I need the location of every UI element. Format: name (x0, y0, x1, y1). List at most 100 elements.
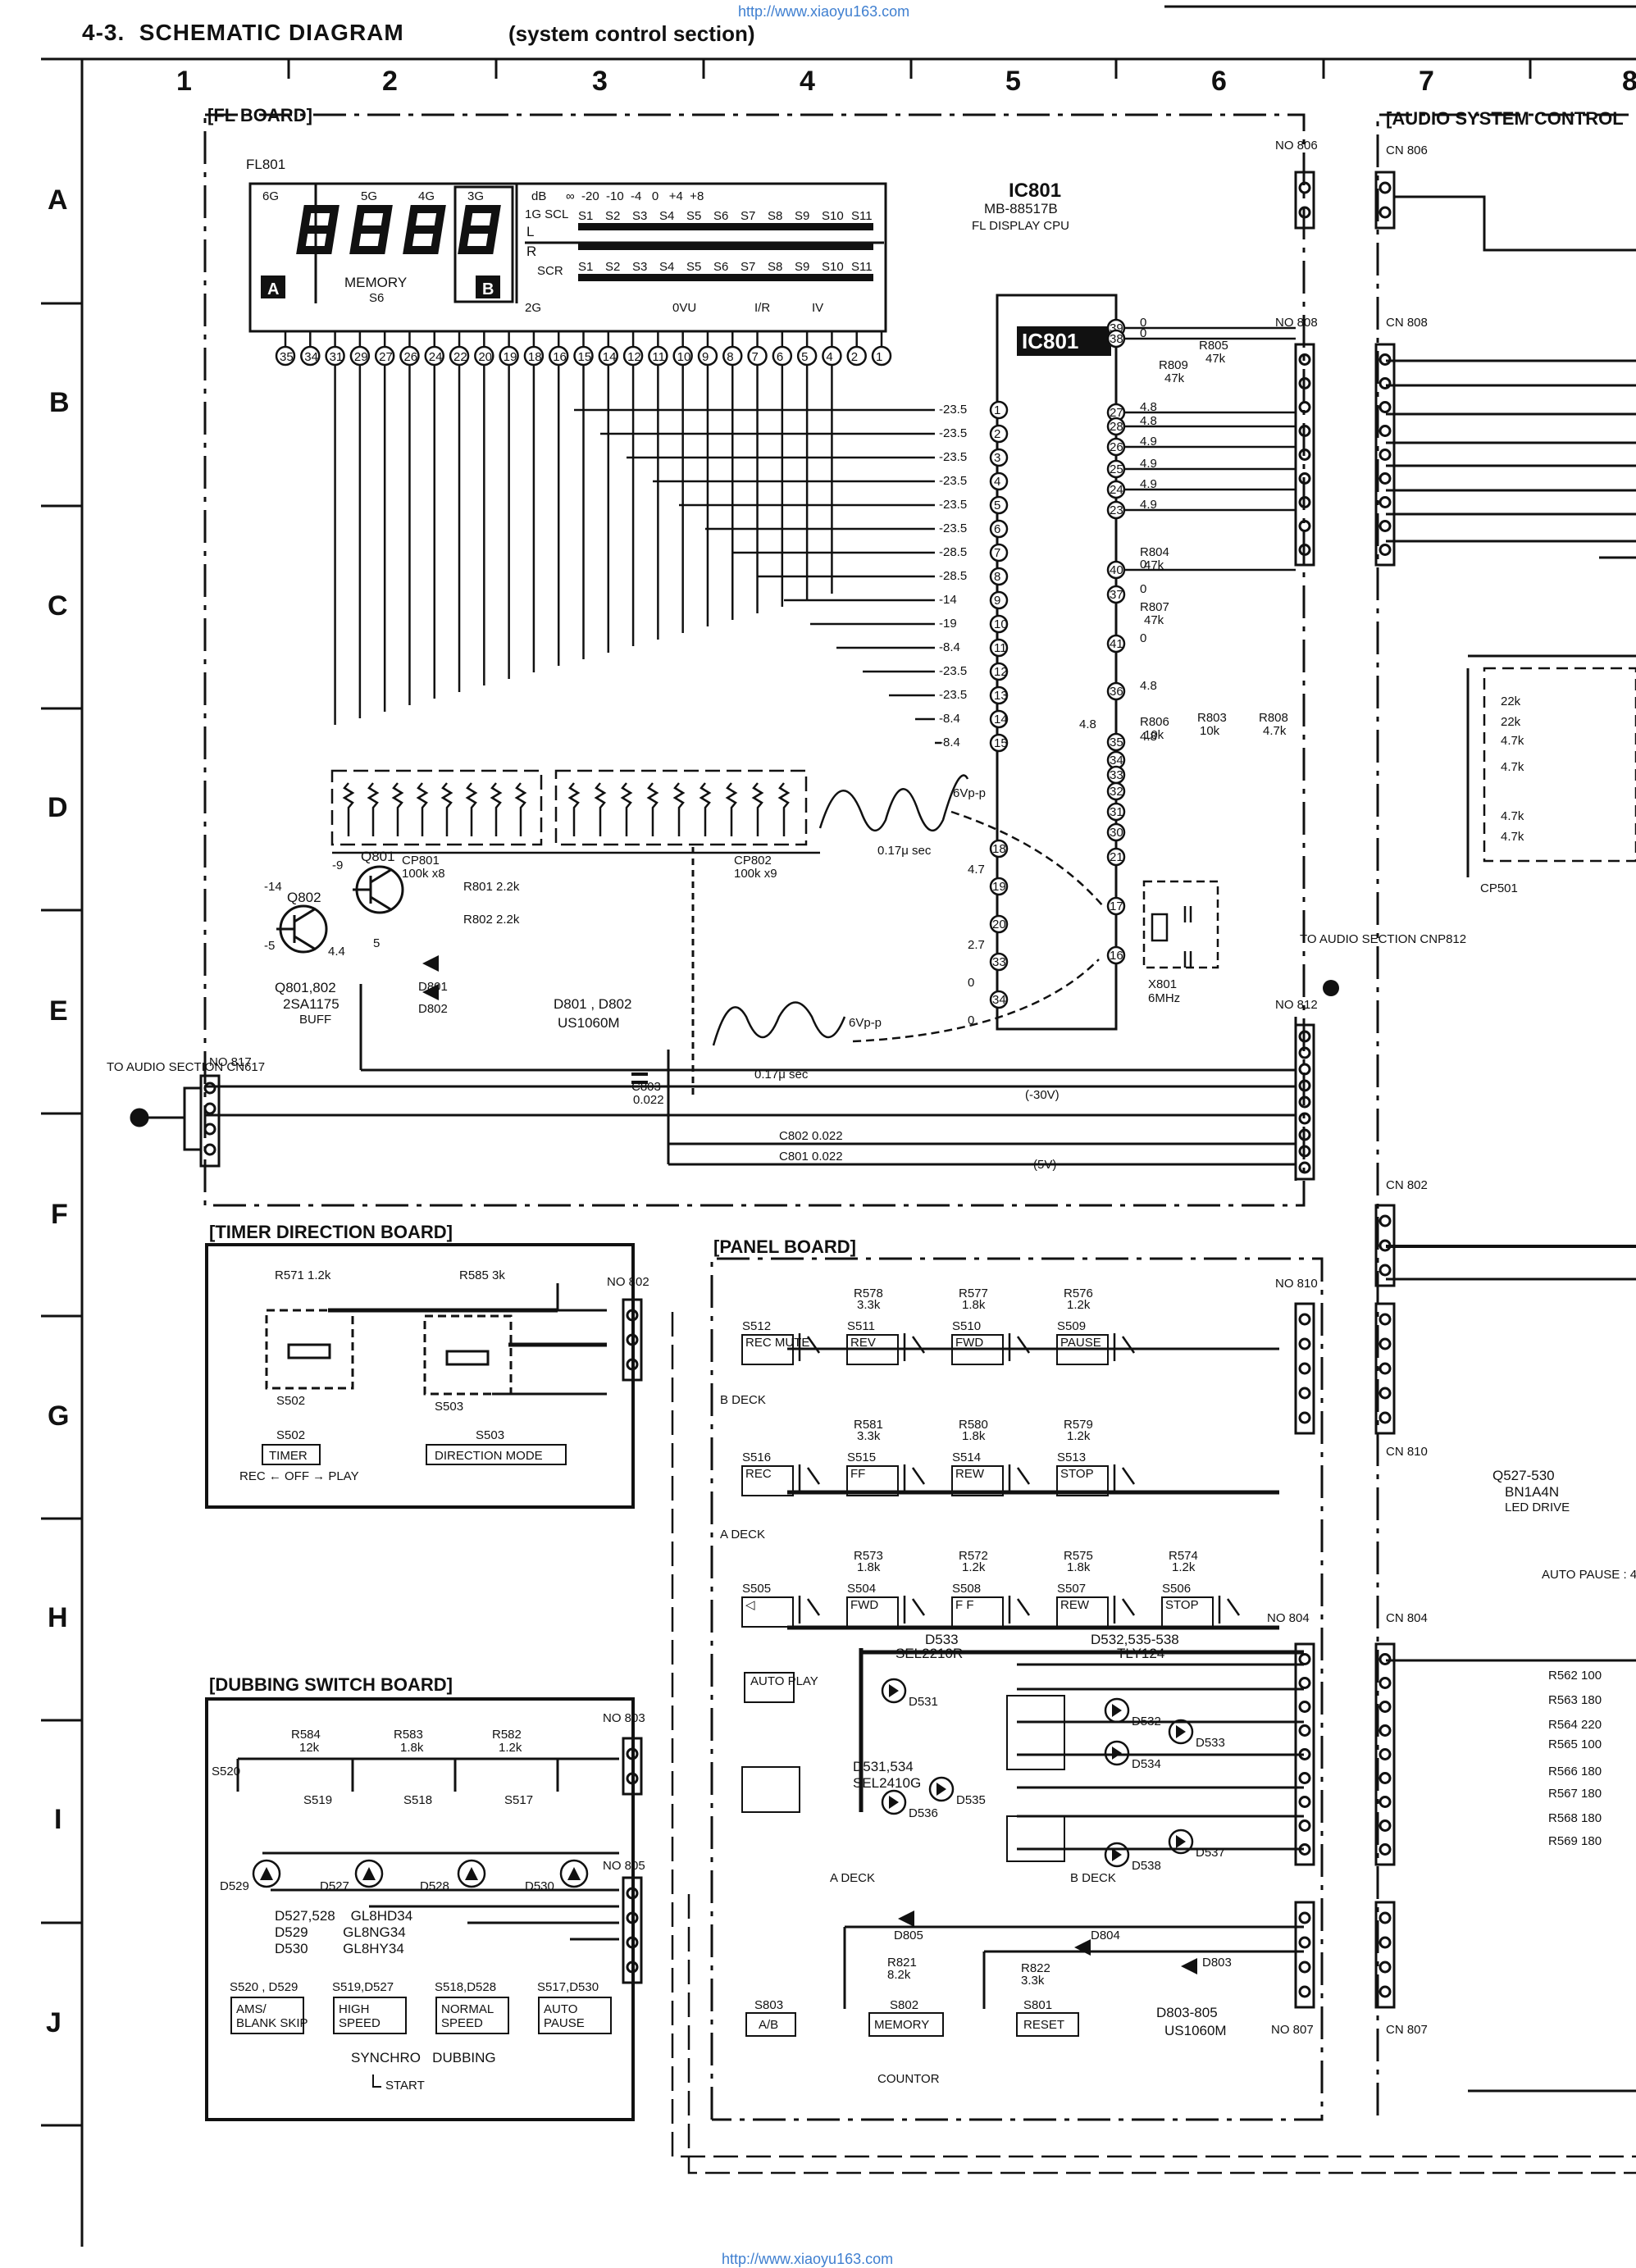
dub-led-triangle (362, 1867, 376, 1880)
col-label-4: 4 (800, 66, 815, 97)
led-triangle (889, 1796, 899, 1809)
db-scale: ∞ -20 -10 -4 0 +4 +8 (566, 189, 704, 203)
res-right-6: 4.7k (1501, 830, 1524, 844)
connector-housing (622, 1298, 643, 1382)
connector-housing (1374, 171, 1396, 230)
display-pin (722, 345, 743, 367)
row-label-b: B (49, 387, 70, 418)
panel-switch-label: REV (850, 1336, 876, 1350)
iv-label: IV (812, 301, 823, 315)
ic-right-pin (1106, 847, 1126, 867)
connector-pin (1379, 1701, 1392, 1713)
rlist-5: R566 180 (1548, 1765, 1602, 1778)
audio-board-wiring (1386, 195, 1636, 2093)
r571-label: R571 1.2k (275, 1268, 331, 1282)
panel-resistor-val: 1.2k (962, 1560, 986, 1574)
connector-pin (1298, 1063, 1311, 1076)
display-pin (747, 345, 768, 367)
ic-left-pin-number: 3 (994, 451, 1000, 465)
panel-resistor-val: 1.2k (1067, 1298, 1091, 1312)
rnet-resistor (342, 782, 355, 836)
dub-button-label: AMS/ (236, 2002, 267, 2016)
memory-button: MEMORY (874, 2018, 929, 2032)
panel-switch-contact (1218, 1596, 1241, 1624)
ic-right-pin (1106, 945, 1126, 965)
ic-left-pin (989, 519, 1009, 539)
r583-ref: R583 (394, 1728, 423, 1742)
connector-pin (626, 1358, 639, 1371)
ic-right-pin (1106, 500, 1126, 520)
connector-pin (1379, 472, 1392, 485)
seg-r-4: S4 (659, 260, 674, 274)
seg-l-7: S7 (741, 209, 755, 223)
dub-led-triangle (465, 1867, 478, 1880)
res-right-3: 4.7k (1501, 734, 1524, 748)
panel-resistor-val: 1.8k (857, 1560, 881, 1574)
connector-pin (626, 1333, 639, 1346)
res-right-1: 22k (1501, 695, 1521, 708)
r806-ref: R806 (1140, 715, 1169, 729)
ic-left-pin-number: 12 (994, 665, 1008, 679)
dub-button-box (230, 1997, 304, 2034)
connector-pin (1379, 1724, 1392, 1737)
panel-switch-label: REC (745, 1467, 772, 1481)
cp501-outline (1483, 667, 1636, 863)
q-note-1: Q801,802 (275, 980, 336, 995)
d533-ref: D533 (925, 1632, 959, 1647)
start-bracket (372, 2074, 381, 2088)
connector-pin (1298, 1145, 1311, 1158)
ic-right-pin-number: 16 (1110, 949, 1123, 963)
cp501-label: CP501 (1480, 881, 1518, 895)
ic-left-pin (989, 495, 1009, 515)
auto-pause-note: AUTO PAUSE : 4. (1542, 1568, 1636, 1582)
display-pin (449, 345, 470, 367)
ic-left-pin-number: 7 (994, 546, 1000, 560)
led-label: D535 (956, 1793, 986, 1807)
seg-l-8: S8 (768, 209, 782, 223)
auto-play-label: AUTO PLAY (750, 1674, 818, 1688)
panel-switch-label: REW (955, 1467, 985, 1481)
reset-button: RESET (1023, 2018, 1064, 2032)
panel-switch-ref: S509 (1057, 1319, 1086, 1333)
panel-switch-ref: S511 (847, 1319, 875, 1333)
panel-resistor-val: 1.2k (1067, 1429, 1091, 1443)
connector-pin (626, 1309, 639, 1322)
ic-right-pin-voltage: 4.9 (1140, 498, 1157, 512)
ic801-chip: IC801 (1022, 329, 1078, 353)
ic801-left-pins: 1-23.52-23.53-23.54-23.55-23.56-23.57-28… (574, 400, 1009, 1027)
display-pin-number: 11 (652, 350, 665, 364)
rnet-resistor (646, 782, 659, 836)
display-grid-labels: 6G 5G 4G 3G (262, 189, 484, 203)
q527-ref: Q527-530 (1492, 1468, 1555, 1483)
display-pin-number: 22 (453, 350, 467, 364)
timer-switch-box (262, 1444, 321, 1465)
level-segments-r: S1 S2 S3 S4 S5 S6 S7 S8 S9 S10 S11 (578, 260, 873, 274)
display-pin-number: 26 (403, 350, 417, 364)
led-triangle (1112, 1848, 1122, 1861)
start-label: START (385, 2079, 425, 2093)
connector-housing (1374, 343, 1396, 567)
ic-low-pin (989, 952, 1009, 972)
panel-resistor-ref: R573 (854, 1549, 883, 1563)
r809-val: 47k (1164, 371, 1185, 385)
d532-part: TLY124 (1117, 1646, 1164, 1661)
dubbing-wiring (236, 1757, 619, 1941)
seg-l-4: S4 (659, 209, 674, 223)
dub-led-triangle (567, 1867, 581, 1880)
d533-part: SEL2210R (895, 1646, 963, 1661)
x801-ref: X801 (1148, 977, 1177, 991)
ic-low-pin-voltage: 2.7 (968, 938, 985, 952)
display-pin-number: 5 (801, 350, 808, 364)
display-pin (573, 345, 594, 367)
dub-button-label-2: SPEED (339, 2016, 381, 2030)
ic-right-pin-number: 26 (1110, 440, 1123, 454)
connector-pin (1298, 1046, 1311, 1059)
cp802-ref: CP802 (734, 854, 772, 868)
rnet-resistor (594, 782, 607, 836)
panel-switch-ref: S513 (1057, 1451, 1086, 1464)
b-deck-label: B DECK (720, 1393, 766, 1407)
ic-left-pin-voltage: -23.5 (939, 403, 967, 417)
panel-resistor-ref: R580 (959, 1418, 988, 1432)
led-resistor-list: R562 100 R563 180 R564 220 R565 100 R566… (1548, 1669, 1602, 1848)
timer-positions: REC ← OFF → PLAY (239, 1469, 359, 1483)
